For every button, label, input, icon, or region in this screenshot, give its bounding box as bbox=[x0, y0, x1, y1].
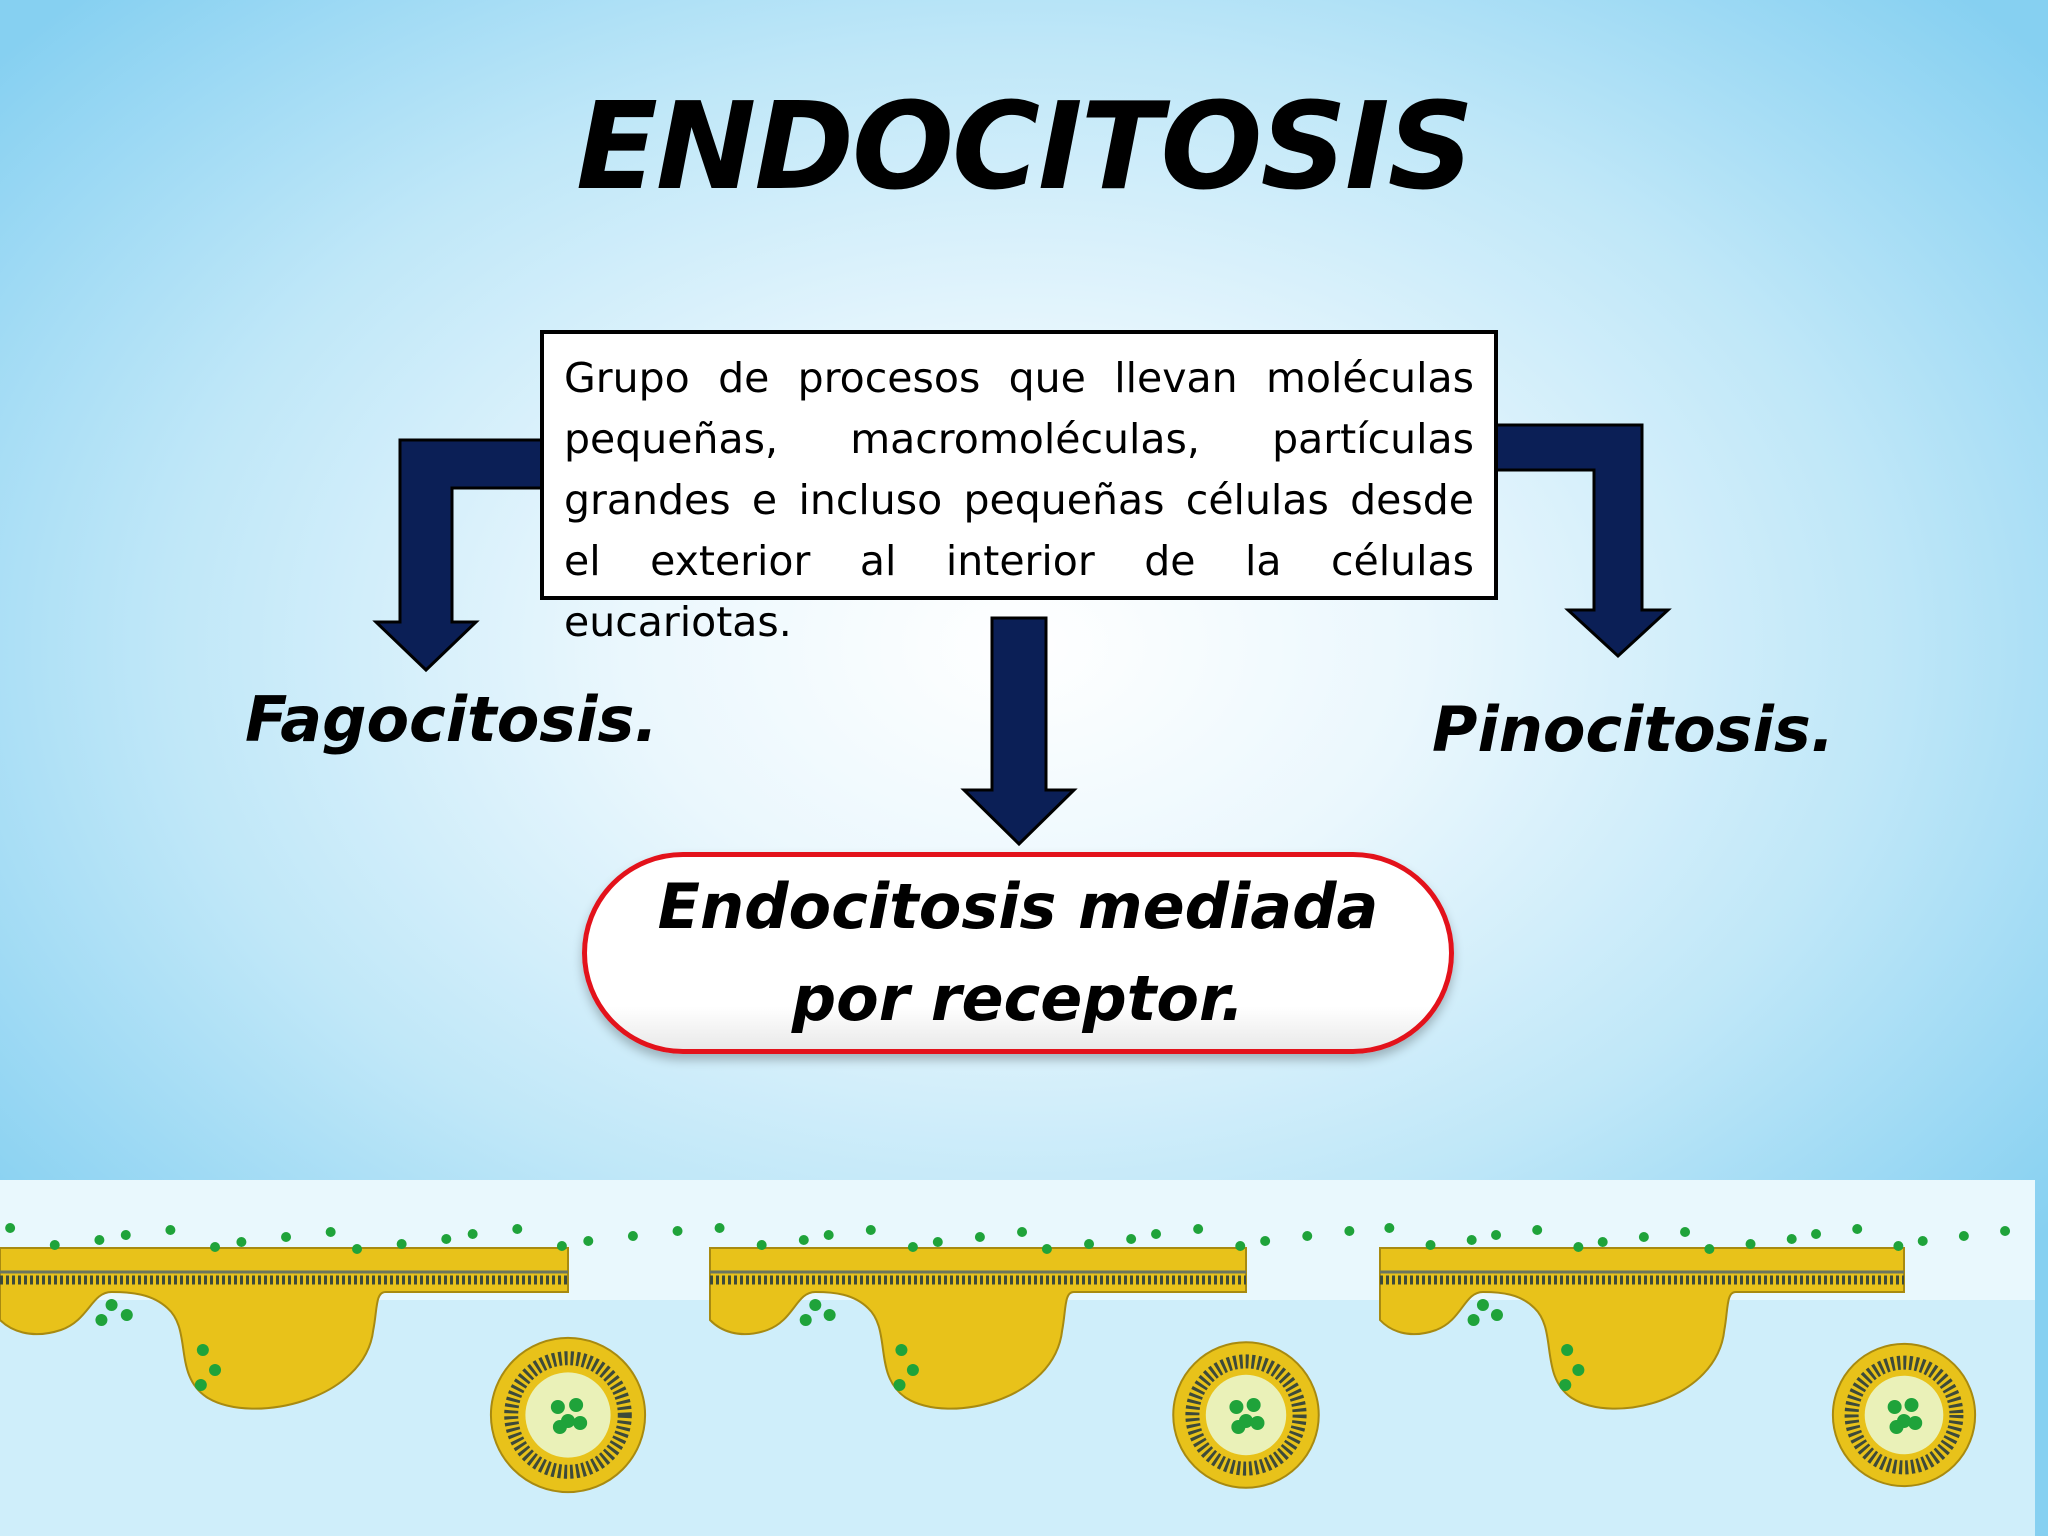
fagocitosis-label: Fagocitosis. bbox=[245, 683, 658, 756]
receptor-mediated-endocytosis-box: Endocitosis mediada por receptor. bbox=[582, 852, 1454, 1054]
receptor-box-line-1: Endocitosis mediada bbox=[657, 870, 1379, 943]
center-arrow bbox=[960, 616, 1078, 847]
right-arrow bbox=[1493, 423, 1672, 659]
receptor-box-line-2: por receptor. bbox=[791, 962, 1245, 1035]
endocytosis-membrane-strip bbox=[0, 1180, 2035, 1536]
membrane-panel bbox=[1379, 1180, 2035, 1536]
slide-title: ENDOCITOSIS bbox=[575, 78, 1474, 217]
left-arrow bbox=[372, 438, 547, 673]
flow-arrows bbox=[372, 423, 1672, 847]
membrane-panel bbox=[709, 1180, 1380, 1536]
definition-box: Grupo de procesos que llevan moléculas p… bbox=[540, 330, 1498, 646]
membrane-panel bbox=[0, 1180, 710, 1536]
pinocitosis-label: Pinocitosis. bbox=[1432, 693, 1835, 766]
